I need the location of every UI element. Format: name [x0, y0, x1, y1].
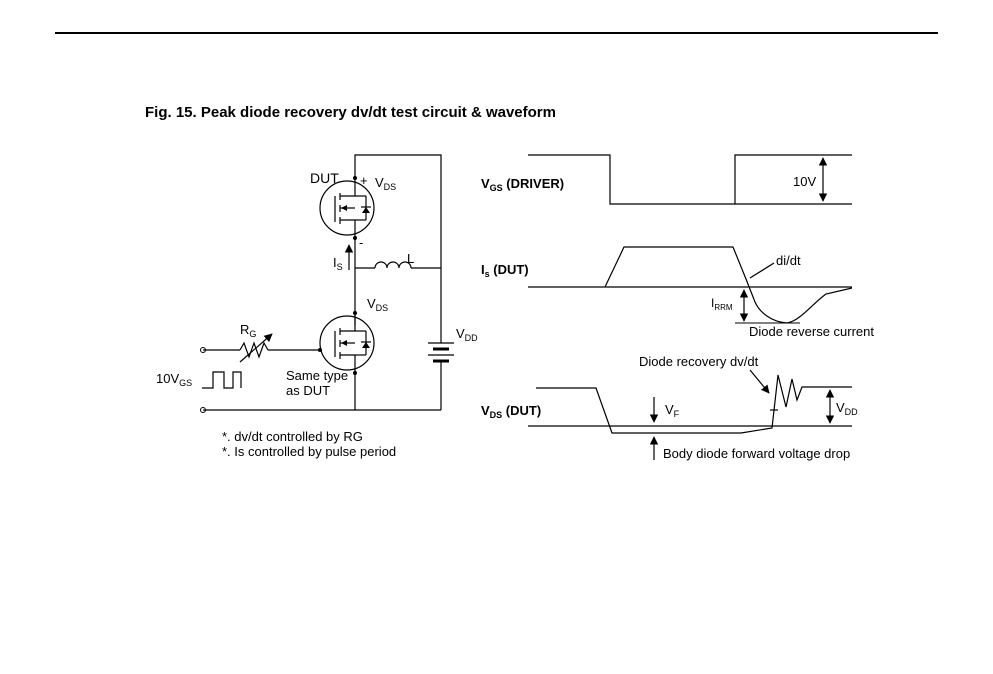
irrm-label: IRRM [711, 296, 733, 312]
vf-label: VF [665, 402, 680, 419]
vgs-source-label: 10VGS [156, 371, 192, 388]
is-dut-label: Is (DUT) [481, 262, 529, 279]
plus-sign: + [360, 173, 368, 188]
circuit: DUT + VDS - IS L VDS VDD RG 10VGS Same t… [156, 154, 478, 459]
vdd-wave-label: VDD [836, 400, 858, 417]
rg-label: RG [240, 322, 256, 339]
gate-pulse-symbol [202, 371, 242, 389]
vds-label-top: VDS [375, 175, 396, 192]
note-is: *. Is controlled by pulse period [222, 444, 396, 459]
gate-resistor [239, 341, 269, 359]
is-label: IS [333, 255, 343, 272]
same-type-label: Same type [286, 368, 348, 383]
outer-wire [354, 154, 442, 343]
didt-label: di/dt [776, 253, 801, 268]
vds-waveform [536, 374, 852, 434]
vgs-waveform [528, 154, 852, 205]
vds-label-lower: VDS [367, 296, 388, 313]
inductor-coil [374, 261, 412, 269]
note-dvdt: *. dv/dt controlled by RG [222, 429, 363, 444]
vds-dut-label: VDS (DUT) [481, 403, 541, 420]
lower-mosfet [319, 313, 375, 373]
dvdt-pointer [749, 369, 770, 394]
vgs-driver-label: VGS (DRIVER) [481, 176, 564, 193]
minus-sign: - [359, 235, 363, 250]
inductor-label: L [407, 251, 414, 266]
dut-label: DUT [310, 170, 339, 186]
vdd-label: VDD [456, 326, 478, 343]
waveforms: VGS (DRIVER) 10V Is (DUT) di/dt IRRM Dio… [481, 154, 874, 461]
variable-resistor-arrow [239, 333, 273, 363]
dvdt-label: Diode recovery dv/dt [639, 354, 759, 369]
didt-pointer [749, 262, 775, 279]
body-drop-label: Body diode forward voltage drop [663, 446, 850, 461]
figure-title: Fig. 15. Peak diode recovery dv/dt test … [145, 104, 556, 121]
header-rule [55, 32, 938, 34]
dut-mosfet [319, 178, 375, 238]
vgs-amplitude-label: 10V [793, 174, 816, 189]
vdd-source [428, 342, 454, 363]
reverse-current-label: Diode reverse current [749, 324, 874, 339]
as-dut-label: as DUT [286, 383, 330, 398]
